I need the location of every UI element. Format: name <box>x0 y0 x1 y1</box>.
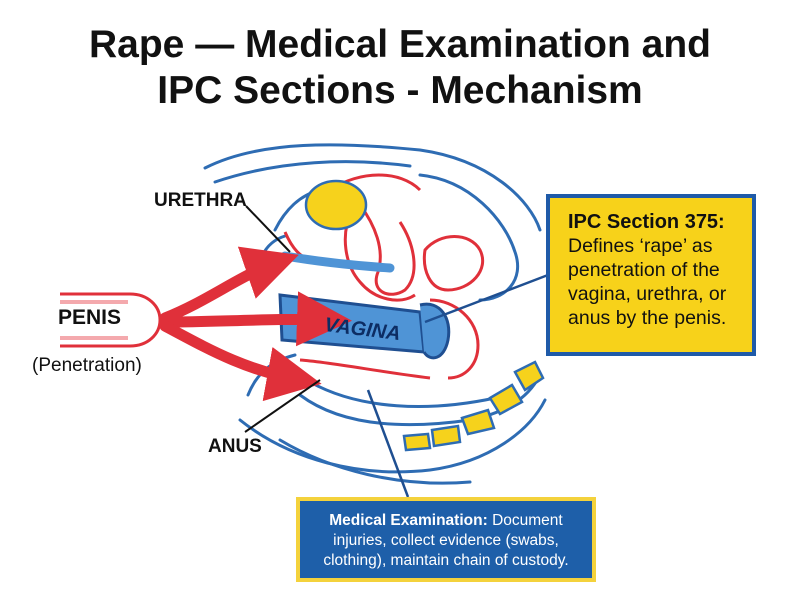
contour-top-2 <box>213 160 412 184</box>
medical-examination-box: Medical Examination: Document injuries, … <box>296 497 596 582</box>
penis-label: PENIS <box>58 306 122 329</box>
contour-back <box>418 173 520 302</box>
medical-heading: Medical Examination: <box>329 512 493 529</box>
anus-label: ANUS <box>208 436 262 457</box>
arrow-to-vagina <box>159 291 352 347</box>
urethra-pointer <box>245 205 291 253</box>
pubic-bone <box>304 179 368 231</box>
penis-shading <box>60 300 128 340</box>
title-line-1: Rape — Medical Examination and <box>89 23 711 66</box>
pointer-lines <box>244 205 321 433</box>
penetration-label: (Penetration) <box>32 355 142 376</box>
red-lower-line <box>299 358 431 380</box>
cervix-end <box>419 302 451 360</box>
coccyx-3 <box>430 424 462 448</box>
contour-rectum-inner <box>308 380 497 408</box>
coccyx-4 <box>402 432 432 452</box>
callout-lines <box>366 273 549 498</box>
arrow-to-urethra <box>159 246 299 324</box>
page-title: Rape — Medical Examination and IPC Secti… <box>0 22 800 114</box>
sacrum-1 <box>513 360 545 392</box>
anus-pointer <box>244 379 321 433</box>
body-contours <box>203 143 547 485</box>
contour-top-1 <box>203 143 542 232</box>
penetration-arrows <box>159 246 352 402</box>
cervix-outline <box>429 298 480 380</box>
medical-body: Document injuries, collect evidence (swa… <box>323 512 569 569</box>
contour-perineum <box>278 438 472 485</box>
ipc-callout-line <box>424 273 549 324</box>
arrow-to-anus <box>159 320 322 402</box>
urethra-channel <box>280 251 395 273</box>
ipc-heading: IPC Section 375: <box>568 211 725 233</box>
ipc-section-box: IPC Section 375: Defines ‘rape’ as penet… <box>546 194 756 356</box>
medical-callout-line <box>366 389 410 498</box>
uterus-outer <box>343 209 416 302</box>
urethra-label: URETHRA <box>154 190 247 211</box>
bones <box>304 179 545 452</box>
contour-rectum <box>298 373 542 427</box>
coccyx-1 <box>488 383 524 416</box>
ovary-outline <box>422 235 485 292</box>
contour-bottom <box>238 398 547 474</box>
ipc-body: Defines ‘rape’ as penetration of the vag… <box>568 235 727 329</box>
coccyx-2 <box>460 408 496 436</box>
uterus-outline <box>358 204 416 296</box>
title-line-2: IPC Sections - Mechanism <box>157 69 643 112</box>
